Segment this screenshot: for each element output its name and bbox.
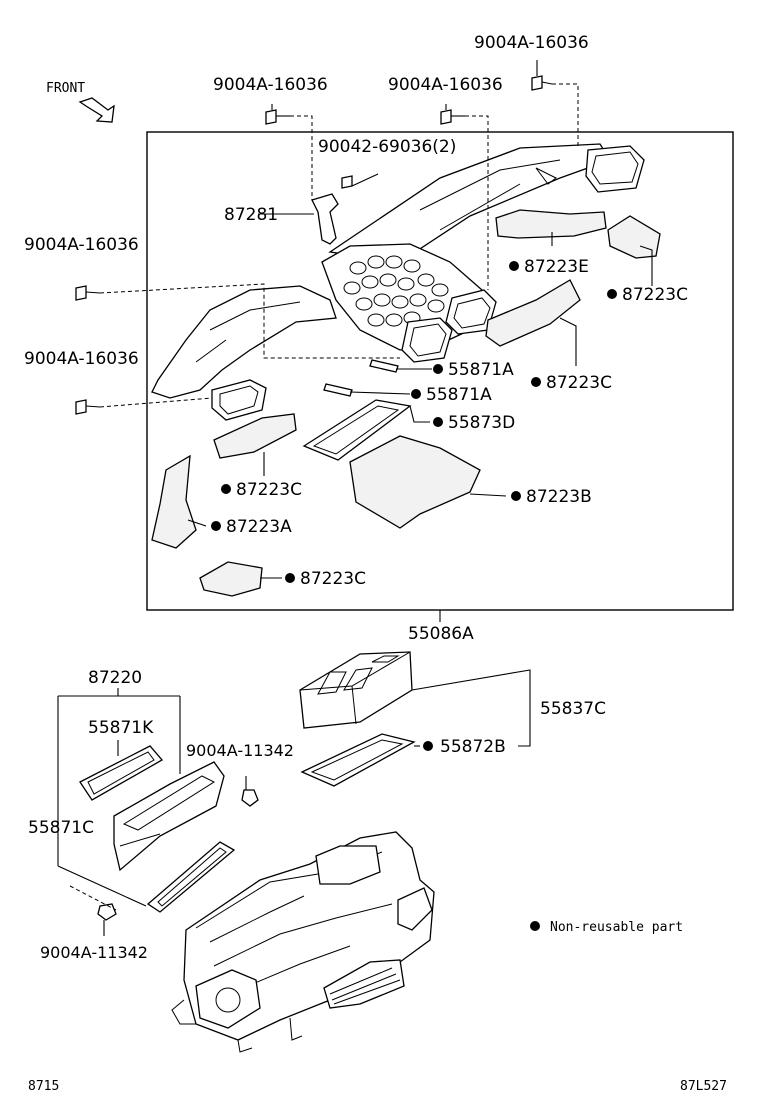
legend-marker: [530, 921, 540, 931]
label-55086A: 55086A: [408, 624, 474, 644]
pad-87223C-right-upper: [607, 215, 661, 259]
screw-icon: [75, 285, 101, 301]
seal-55871A-upper: [369, 359, 399, 373]
label-pad-c-right-upper: 87223C: [622, 285, 688, 305]
hvac-unit: [171, 831, 435, 1053]
label-seal-a-lower: 55871A: [426, 385, 492, 405]
label-pad-b: 87223B: [526, 487, 592, 507]
label-screw-top-mid: 9004A-16036: [388, 75, 503, 95]
non-reusable-marker: [285, 573, 295, 583]
label-screw-left-lower: 9004A-16036: [24, 349, 139, 369]
footer-right-code: 87L527: [680, 1079, 727, 1094]
label-gasket-b: 55872B: [440, 737, 506, 757]
non-reusable-marker: [509, 261, 519, 271]
label-screw-bottom: 9004A-11342: [40, 943, 148, 962]
label-bracket: 87281: [224, 205, 278, 225]
screw-icon: [531, 60, 553, 91]
pad-87223B: [349, 435, 481, 529]
label-pad-e: 87223E: [524, 257, 589, 277]
label-gasket-d: 55873D: [448, 413, 515, 433]
front-label: FRONT: [46, 81, 85, 96]
non-reusable-marker: [423, 741, 433, 751]
bracket-87281: [311, 193, 339, 245]
pad-87223C-right-mid: [485, 279, 581, 347]
bolt-icon: [341, 175, 353, 189]
non-reusable-marker: [211, 521, 221, 531]
non-reusable-marker: [433, 364, 443, 374]
label-pad-a: 87223A: [226, 517, 292, 537]
non-reusable-marker: [411, 389, 421, 399]
label-seal-k: 55871K: [88, 718, 154, 738]
label-duct-assy: 87220: [88, 668, 142, 688]
pad-87223C-bottom: [199, 561, 263, 597]
label-screw-top-left: 9004A-16036: [213, 75, 328, 95]
label-pad-c-right-mid: 87223C: [546, 373, 612, 393]
screw-icon: [75, 399, 101, 415]
label-duct-c: 55837C: [540, 699, 606, 719]
label-seal-c: 55871C: [28, 818, 94, 838]
pad-87223C-left: [213, 413, 297, 459]
label-pad-c-bottom: 87223C: [300, 569, 366, 589]
pad-87223A: [151, 454, 197, 549]
label-bolt-upper: 90042-69036(2): [318, 137, 456, 157]
non-reusable-marker: [511, 491, 521, 501]
screw-icon: [440, 104, 465, 125]
footer-left-code: 8715: [28, 1079, 59, 1094]
seal-55871A-lower: [323, 383, 353, 397]
pad-87223E: [495, 209, 607, 239]
non-reusable-marker: [433, 417, 443, 427]
seal-55871K: [79, 745, 164, 801]
label-screw-top-right: 9004A-16036: [474, 33, 589, 53]
duct-55837C: [299, 651, 413, 729]
legend-text: Non-reusable part: [550, 920, 683, 935]
non-reusable-marker: [607, 289, 617, 299]
screw-icon: [241, 776, 259, 807]
screw-icon: [265, 104, 290, 125]
front-arrow-icon: [78, 97, 115, 123]
label-seal-a-upper: 55871A: [448, 360, 514, 380]
duct-87220: [113, 761, 225, 872]
gasket-55872B: [300, 733, 416, 787]
label-screw-mid: 9004A-11342: [186, 741, 294, 760]
main-duct: [151, 143, 645, 421]
non-reusable-marker: [221, 484, 231, 494]
label-screw-left-upper: 9004A-16036: [24, 235, 139, 255]
screw-icon: [97, 903, 117, 936]
label-pad-c-left: 87223C: [236, 480, 302, 500]
seal-55871C: [146, 841, 236, 913]
non-reusable-marker: [531, 377, 541, 387]
